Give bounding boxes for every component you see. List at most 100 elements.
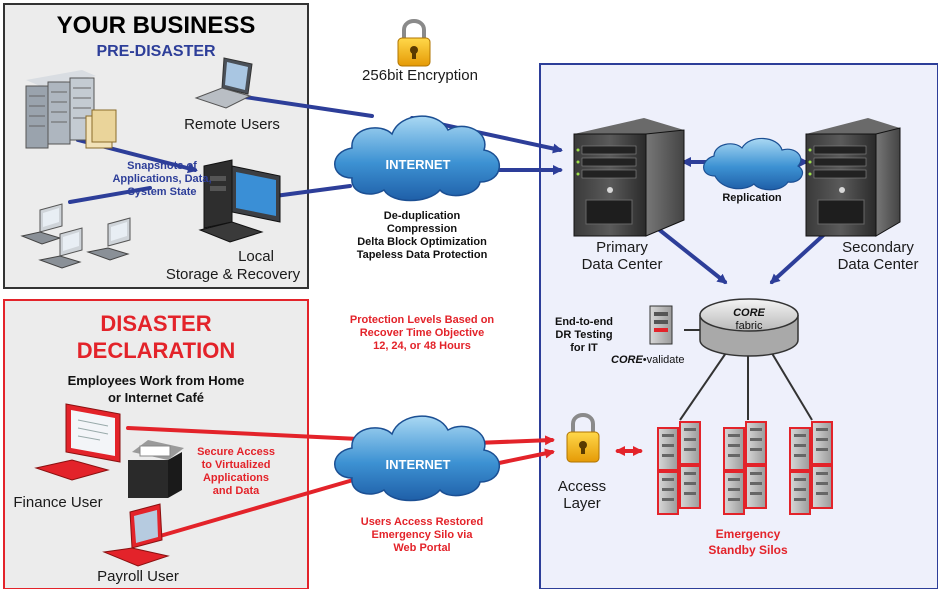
workstations-icon [20, 203, 131, 269]
silo-drive-slot [794, 454, 806, 457]
silo-drive-slot [728, 434, 740, 437]
protection-line-1: Protection Levels Based on [349, 314, 495, 326]
core-brand: CORE [733, 307, 765, 319]
silo-drive-slot [816, 482, 828, 485]
core-validate-brand: CORE [611, 354, 643, 366]
core-silo-links [679, 329, 813, 421]
silo-unit [723, 471, 745, 515]
silo-unit [679, 421, 701, 465]
silo-drive-slot [794, 488, 806, 491]
internet-bottom-label: INTERNET [385, 457, 451, 472]
remote-users-label: Remote Users [184, 116, 280, 133]
silo-drive-slot [750, 448, 762, 451]
local-storage-line-1: Local [238, 248, 274, 265]
silo-drive-slot [684, 448, 696, 451]
silo-drive-slot [750, 482, 762, 485]
access-layer-line-1: Access [557, 478, 607, 495]
silo-unit [723, 427, 745, 471]
dr-testing-line-1: End-to-end [554, 316, 614, 328]
feature-3: Delta Block Optimization [357, 236, 487, 248]
standby-silos-icon [657, 421, 833, 515]
silo-drive-slot [750, 428, 762, 431]
secure-access-line-3: Applications [202, 472, 270, 484]
silos-line-1: Emergency [715, 527, 781, 541]
silo-unit [679, 465, 701, 509]
silo-drive-slot [684, 472, 696, 475]
business-panel [3, 3, 309, 289]
snapshots-line-1: Snapshots of [127, 160, 197, 172]
silo-drive-slot [750, 438, 762, 441]
silo-drive-slot [728, 478, 740, 481]
core-fabric-label: fabric [735, 320, 763, 332]
silo-unit [657, 427, 679, 471]
silo-unit [745, 421, 767, 465]
finance-user-label: Finance User [13, 494, 103, 511]
snapshots-line-3: System State [127, 186, 197, 198]
silo-drive-slot [662, 454, 674, 457]
silo-drive-slot [794, 498, 806, 501]
silo-drive-slot [816, 472, 828, 475]
disaster-title-line-1: DISASTER [100, 311, 212, 336]
secondary-dc-line-1: Secondary [842, 239, 914, 256]
payroll-user-label: Payroll User [97, 568, 179, 585]
disaster-title-line-2: DECLARATION [76, 338, 236, 363]
access-lock-icon [566, 413, 600, 463]
silo-drive-slot [684, 438, 696, 441]
restored-line-2: Emergency Silo via [371, 529, 473, 541]
printer-icon [128, 440, 184, 498]
silo-drive-slot [662, 478, 674, 481]
silo-unit [789, 471, 811, 515]
folder-icon [85, 109, 117, 149]
local-storage-line-2: Storage & Recovery [165, 266, 301, 283]
snapshots-line-2: Applications, Data, [112, 173, 212, 185]
silo-drive-slot [794, 434, 806, 437]
replication-cloud [703, 137, 803, 191]
silo-drive-slot [728, 444, 740, 447]
silo-drive-slot [684, 492, 696, 495]
silo-drive-slot [662, 498, 674, 501]
silo-drive-slot [662, 488, 674, 491]
primary-dc-line-1: Primary [596, 239, 648, 256]
internet-cloud-bottom [334, 415, 501, 502]
core-validate-server-icon [649, 305, 673, 345]
secondary-dc-line-2: Data Center [837, 256, 919, 273]
finance-monitor-icon [34, 403, 121, 481]
feature-4: Tapeless Data Protection [356, 249, 488, 261]
silo-drive-slot [728, 454, 740, 457]
internet-top-label: INTERNET [385, 157, 451, 172]
silo-drive-slot [816, 492, 828, 495]
core-fabric-icon [699, 298, 799, 357]
replication-label: Replication [722, 192, 782, 204]
silo-drive-slot [684, 428, 696, 431]
feature-1: De-duplication [383, 210, 461, 222]
disaster-subtitle-line-2: or Internet Café [107, 390, 205, 405]
secondary-server-icon [805, 118, 901, 237]
silo-drive-slot [816, 448, 828, 451]
restored-line-1: Users Access Restored [360, 516, 484, 528]
encryption-label: 256bit Encryption [362, 67, 478, 84]
silo-drive-slot [816, 428, 828, 431]
primary-dc-line-2: Data Center [581, 256, 663, 273]
dr-testing-line-3: for IT [570, 342, 598, 354]
silo-unit [811, 421, 833, 465]
restored-line-3: Web Portal [393, 542, 451, 554]
silo-drive-slot [750, 492, 762, 495]
payroll-laptop-icon [102, 503, 170, 567]
core-validate-label: CORE•validate [611, 355, 685, 366]
disaster-subtitle-line-1: Employees Work from Home [67, 373, 245, 388]
secure-access-line-4: and Data [212, 485, 260, 497]
encryption-lock-icon [397, 19, 431, 67]
secure-access-line-1: Secure Access [197, 446, 275, 458]
dr-testing-line-2: DR Testing [555, 329, 613, 341]
remote-laptop-icon [194, 57, 253, 109]
internet-cloud-top [334, 115, 501, 202]
silo-drive-slot [684, 482, 696, 485]
access-layer-line-2: Layer [563, 495, 601, 512]
silo-drive-slot [728, 498, 740, 501]
silo-drive-slot [750, 472, 762, 475]
silos-line-2: Standby Silos [708, 543, 788, 557]
protection-line-3: 12, 24, or 48 Hours [373, 340, 471, 352]
silo-unit [745, 465, 767, 509]
core-validate-rest: •validate [642, 354, 685, 366]
